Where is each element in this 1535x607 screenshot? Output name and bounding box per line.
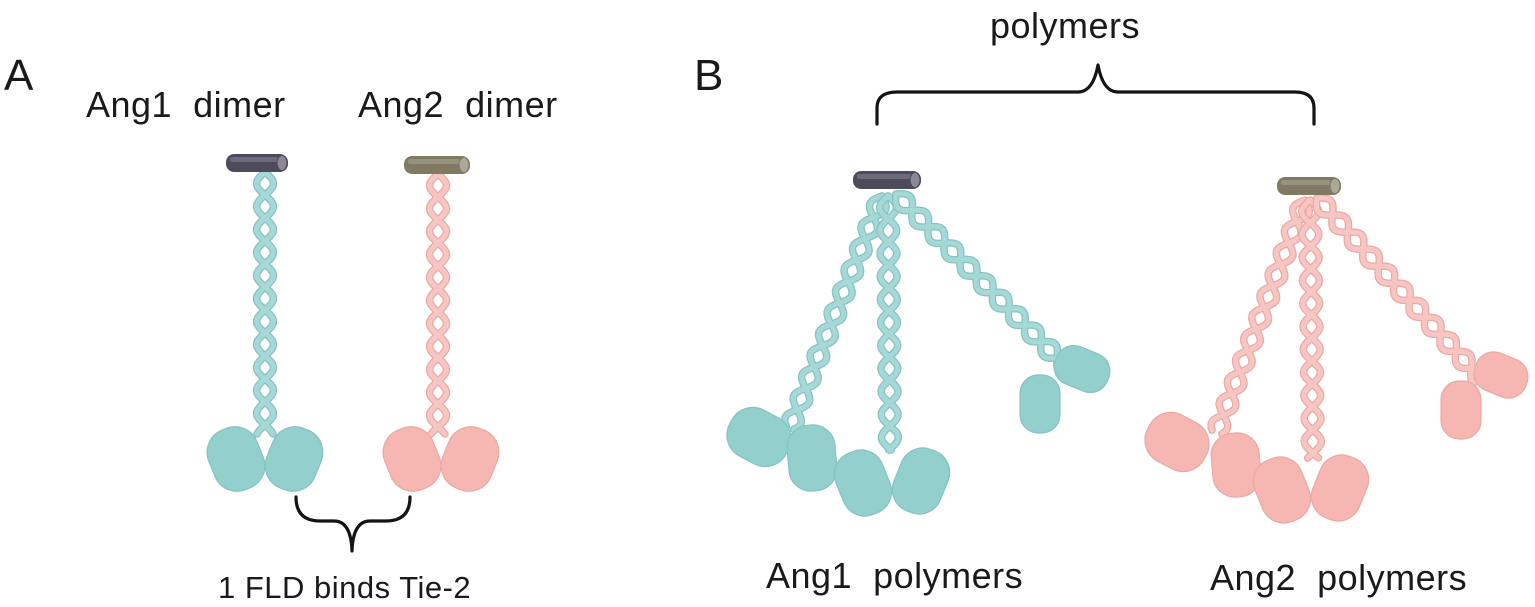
ang2-fld-domain-icon (382, 426, 442, 492)
ang1-fld-domain-icon (891, 447, 951, 515)
ang1-polymers-label: Ang1 polymers (766, 555, 1023, 596)
ang2-fld-domain-icon (1440, 380, 1482, 440)
polymers-top-label: polymers (990, 5, 1140, 46)
ang1-sushi-domain-icon (226, 154, 288, 172)
ang1-coiled-coil-icon (780, 192, 890, 434)
ang2-fld-domain-icon (1144, 411, 1210, 473)
ang2-sushi-domain-icon (1277, 177, 1341, 195)
ang1-fld-domain-icon (1053, 344, 1111, 394)
ang1-fld-domain-icon (786, 424, 838, 492)
ang2-coiled-coil-icon (1312, 194, 1490, 388)
ang1-coiled-coil-icon (252, 168, 278, 438)
ang1-fld-domain-icon (833, 449, 893, 517)
ang2-fld-domain-icon (1473, 351, 1529, 399)
fld-brace (294, 495, 412, 553)
ang1-coiled-coil-icon (875, 192, 903, 454)
ang1-fld-domain-icon (264, 426, 324, 492)
ang2-dimer (382, 156, 500, 492)
panel-b: B polymers Ang1 polymer (694, 5, 1529, 598)
ang1-coiled-coil-icon (891, 190, 1073, 374)
ang2-fld-domain-icon (1210, 432, 1262, 498)
ang2-sushi-domain-icon (404, 156, 470, 174)
ang2-polymer (1144, 177, 1529, 524)
panel-a-letter: A (4, 51, 34, 100)
ang1-polymer (726, 171, 1111, 517)
ang2-fld-domain-icon (1310, 454, 1370, 522)
panel-b-letter: B (694, 51, 723, 100)
ang2-fld-domain-icon (1252, 456, 1312, 524)
ang2-coiled-coil-icon (425, 170, 451, 438)
ang1-dimer-label: Ang1 dimer (86, 84, 286, 125)
ang1-fld-domain-icon (206, 426, 266, 492)
fld-brace-caption: 1 FLD binds Tie-2 (218, 570, 471, 605)
ang2-dimer-label: Ang2 dimer (358, 84, 558, 125)
ang1-dimer (206, 154, 324, 492)
ang2-fld-domain-icon (440, 426, 500, 492)
ang2-polymers-label: Ang2 polymers (1210, 557, 1467, 598)
ang1-fld-domain-icon (1019, 374, 1061, 434)
ang2-coiled-coil-icon (1207, 196, 1314, 438)
panel-a: A Ang1 dimer Ang2 dimer 1 FLD binds Tie-… (4, 51, 558, 605)
polymers-brace (875, 63, 1316, 126)
ang1-sushi-domain-icon (853, 171, 921, 189)
ang2-coiled-coil-icon (1297, 196, 1326, 462)
